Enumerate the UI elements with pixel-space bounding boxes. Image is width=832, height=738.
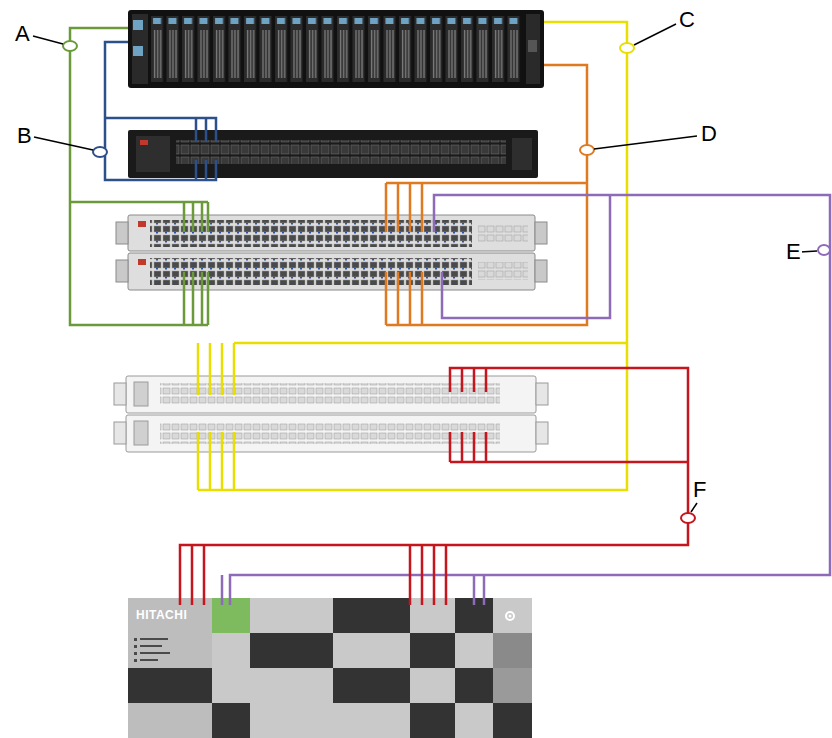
cables: [70, 22, 830, 605]
fc-switch: [128, 130, 538, 178]
callout-letter: D: [700, 122, 718, 146]
leader-lines: [33, 24, 817, 512]
callout-letter: C: [678, 8, 696, 32]
callout-letter: F: [692, 478, 707, 502]
storage-array-panel: HITACHI: [128, 598, 532, 738]
storage-array: [128, 598, 532, 738]
callout-rings: [63, 41, 830, 523]
switch-pair: [116, 215, 547, 290]
server-unit: [128, 10, 544, 88]
callout-letter: A: [14, 22, 31, 46]
ethernet-switch-pair: [114, 376, 548, 452]
callout-letter: B: [16, 124, 33, 148]
brand-label: HITACHI: [136, 608, 532, 622]
callout-letter: E: [785, 240, 802, 264]
